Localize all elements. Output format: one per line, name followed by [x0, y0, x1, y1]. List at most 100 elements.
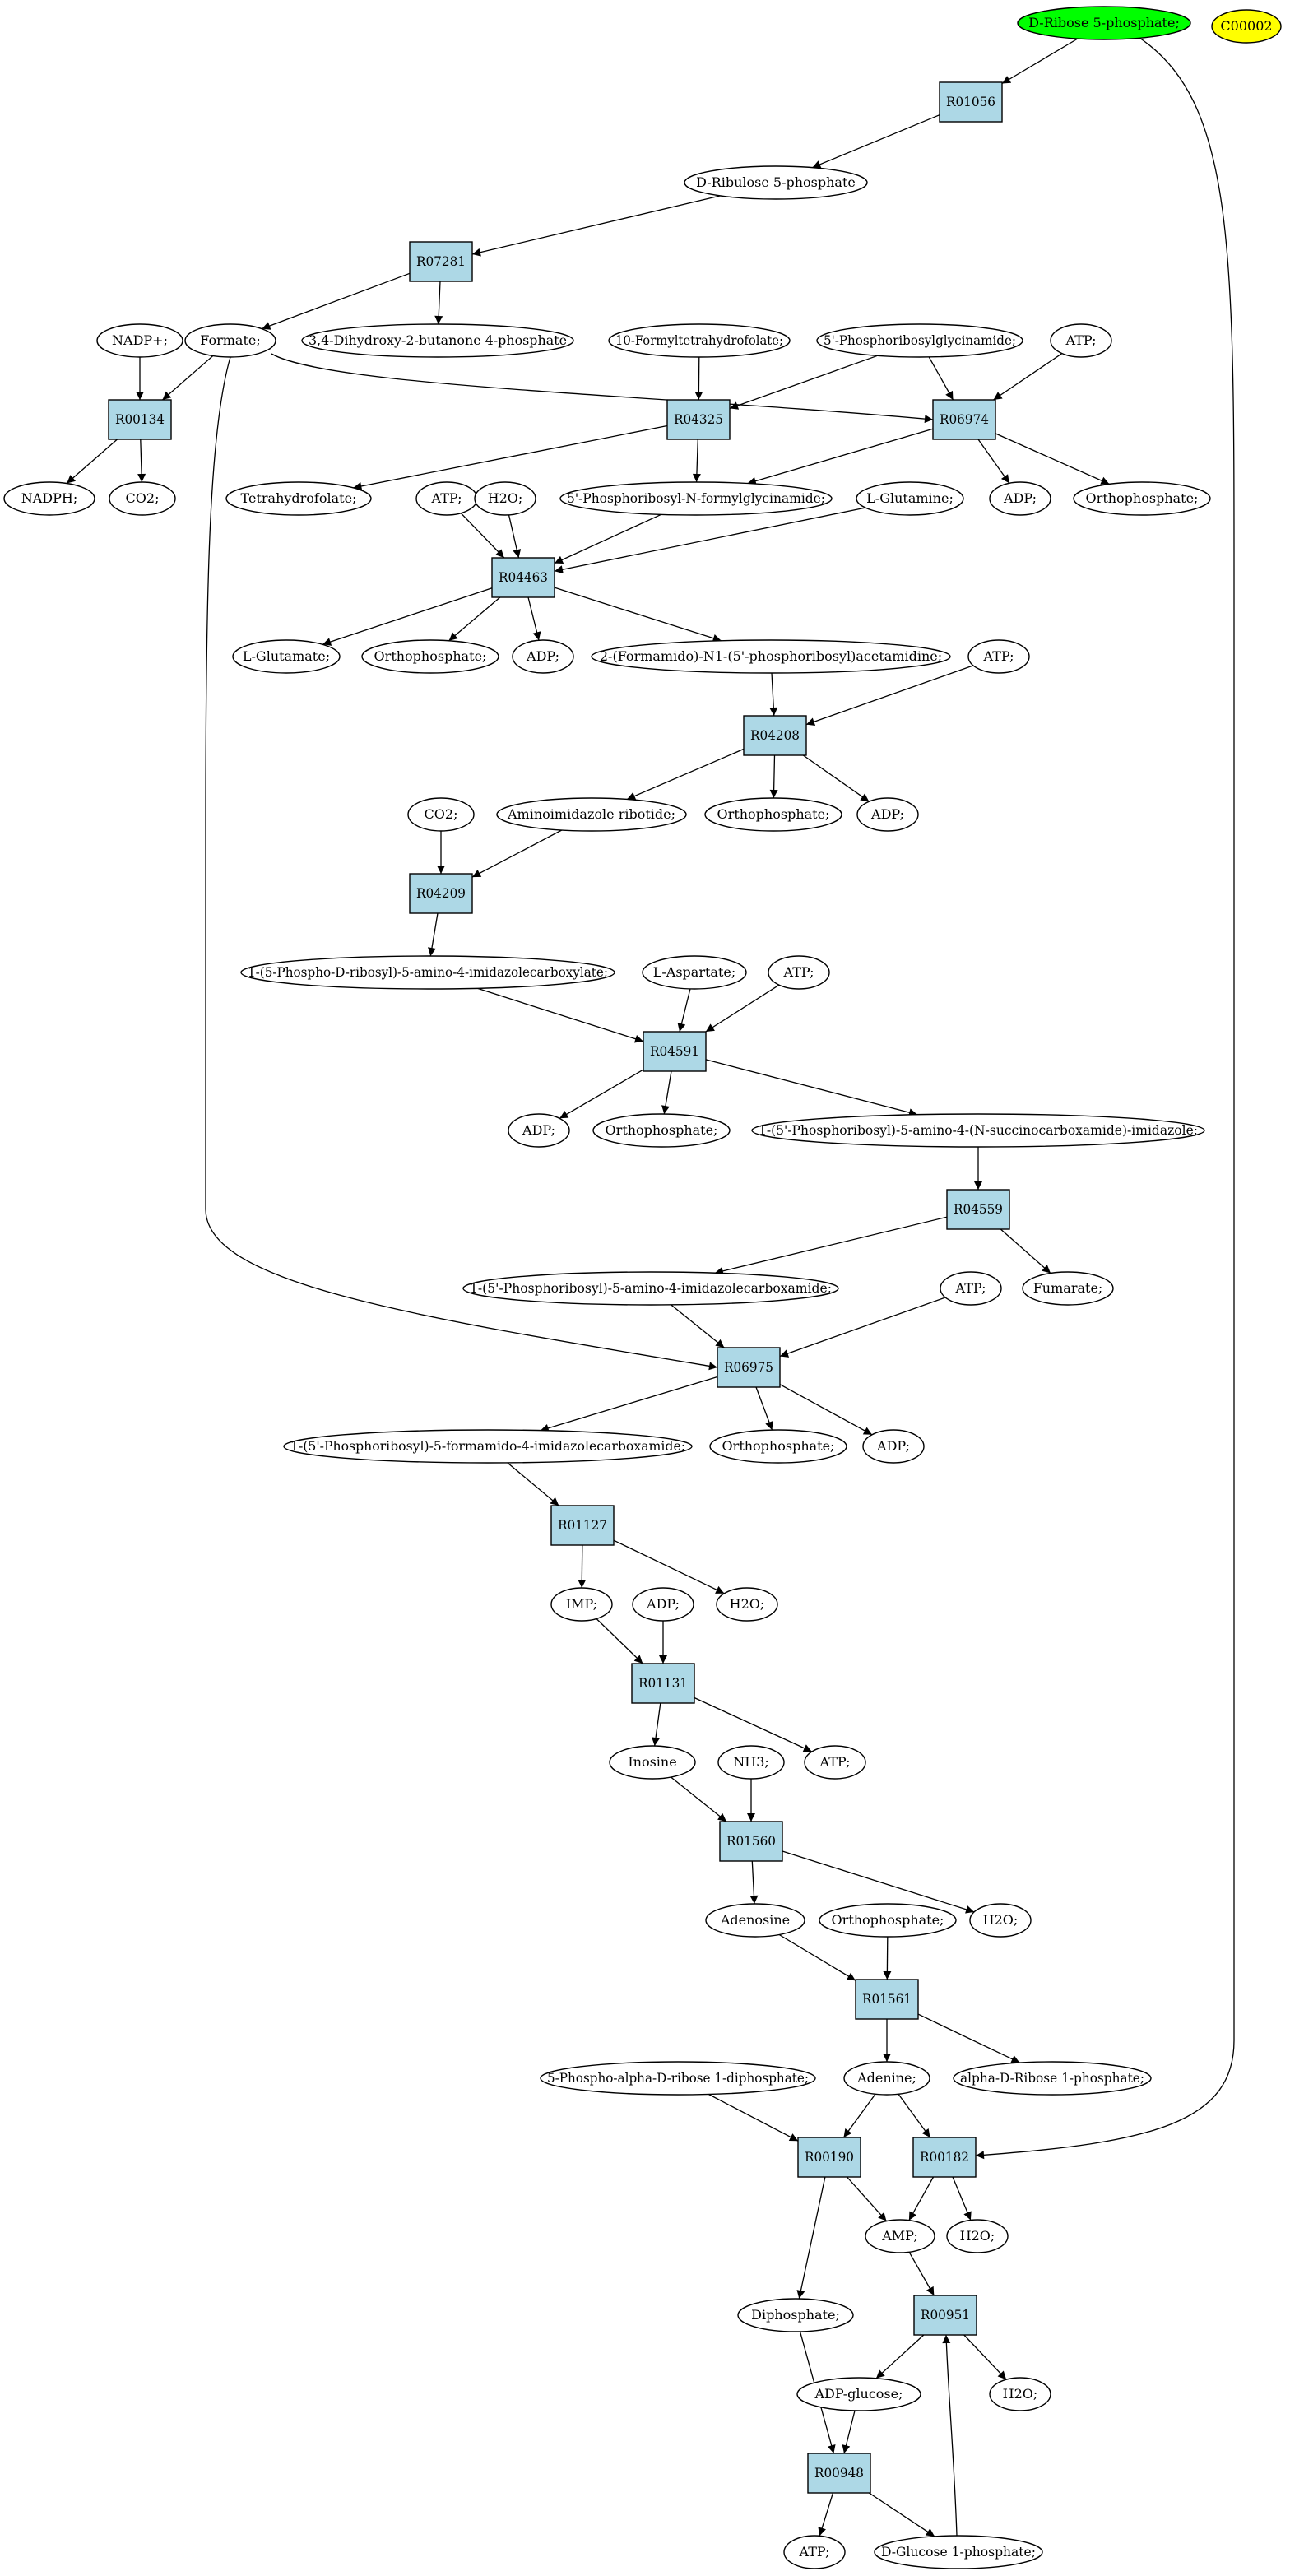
- compound-node-glutamate[interactable]: L-Glutamate;: [232, 639, 341, 674]
- compound-node-atp4[interactable]: ATP;: [768, 955, 830, 990]
- compound-ellipse: [856, 797, 919, 832]
- compound-ellipse: [474, 481, 536, 516]
- node-label: ADP-glucose;: [814, 2386, 903, 2402]
- edge-R04325-to-fgar: [692, 439, 701, 483]
- compound-node-inosine[interactable]: Inosine: [609, 1745, 696, 1780]
- compound-node-nadph[interactable]: NADPH;: [3, 481, 95, 516]
- compound-node-h2o5[interactable]: H2O;: [989, 2377, 1051, 2411]
- compound-node-formate[interactable]: Formate;: [184, 323, 276, 358]
- compound-node-atp1[interactable]: ATP;: [1050, 323, 1112, 358]
- compound-node-dihydroxy[interactable]: 3,4-Dihydroxy-2-butanone 4-phosphate: [301, 323, 574, 358]
- compound-node-orthop6[interactable]: Orthophosphate;: [819, 1903, 957, 1938]
- reaction-node-R01560[interactable]: R01560: [719, 1821, 783, 1862]
- compound-node-atp3[interactable]: ATP;: [968, 639, 1030, 674]
- compound-ellipse: [407, 797, 475, 832]
- reaction-node-R04209[interactable]: R04209: [409, 873, 473, 914]
- reaction-node-R04208[interactable]: R04208: [743, 715, 807, 756]
- reaction-box: [913, 2295, 977, 2336]
- compound-node-nh3[interactable]: NH3;: [717, 1745, 785, 1780]
- compound-node-adp5[interactable]: ADP;: [862, 1429, 925, 1464]
- compound-node-nadpplus[interactable]: NADP+;: [96, 323, 183, 358]
- compound-node-co2b[interactable]: CO2;: [407, 797, 475, 832]
- reaction-node-R07281[interactable]: R07281: [409, 241, 473, 282]
- compound-node-ribose1p[interactable]: alpha-D-Ribose 1-phosphate;: [953, 2061, 1152, 2096]
- compound-node-adp2[interactable]: ADP;: [512, 639, 574, 674]
- compound-node-h2o1[interactable]: H2O;: [474, 481, 536, 516]
- compound-node-orthop4[interactable]: Orthophosphate;: [592, 1113, 731, 1148]
- compound-node-fgar[interactable]: 5'-Phosphoribosyl-N-formylglycinamide;: [559, 481, 833, 516]
- compound-node-aspartate[interactable]: L-Aspartate;: [642, 955, 747, 990]
- edge-atp2-to-R04463: [460, 513, 505, 559]
- compound-node-adpglucose[interactable]: ADP-glucose;: [796, 2377, 921, 2411]
- reaction-node-R00951[interactable]: R00951: [913, 2295, 977, 2336]
- compound-node-orthop2[interactable]: Orthophosphate;: [361, 639, 499, 674]
- compound-node-fumarate[interactable]: Fumarate;: [1022, 1271, 1114, 1306]
- compound-node-adenosine[interactable]: Adenosine: [705, 1903, 805, 1938]
- compound-node-h2o3[interactable]: H2O;: [969, 1903, 1032, 1938]
- compound-node-atp6[interactable]: ATP;: [804, 1745, 866, 1780]
- reaction-node-R00134[interactable]: R00134: [108, 399, 172, 440]
- compound-node-air[interactable]: Aminoimidazole ribotide;: [496, 797, 687, 832]
- compound-ellipse: [953, 2061, 1152, 2096]
- compound-node-h2o2[interactable]: H2O;: [716, 1587, 778, 1622]
- compound-node-adp1[interactable]: ADP;: [989, 481, 1051, 516]
- reaction-node-R04591[interactable]: R04591: [643, 1031, 707, 1072]
- compound-ellipse: [940, 1271, 1002, 1306]
- reaction-node-R04559[interactable]: R04559: [946, 1189, 1010, 1230]
- node-label: Orthophosphate;: [374, 648, 487, 664]
- compound-node-atp2[interactable]: ATP;: [415, 481, 478, 516]
- edge-R00951-to-h2o5: [963, 2334, 1007, 2380]
- compound-node-diphosphate[interactable]: Diphosphate;: [737, 2298, 854, 2332]
- compound-node-atp7[interactable]: ATP;: [783, 2535, 846, 2569]
- compound-node-gar[interactable]: 5'-Phosphoribosylglycinamide;: [816, 323, 1023, 358]
- reaction-node-R06974[interactable]: R06974: [932, 399, 996, 440]
- compound-node-co2a[interactable]: CO2;: [109, 481, 176, 516]
- reaction-node-R01127[interactable]: R01127: [550, 1505, 615, 1546]
- compound-node-adp4[interactable]: ADP;: [508, 1113, 570, 1148]
- compound-node-atp5[interactable]: ATP;: [940, 1271, 1002, 1306]
- compound-ellipse: [512, 639, 574, 674]
- edge-inosine-to-R01560: [671, 1776, 727, 1822]
- compound-ellipse: [704, 797, 842, 832]
- reaction-node-R00948[interactable]: R00948: [807, 2453, 871, 2494]
- compound-node-prpp[interactable]: 5-Phospho-alpha-D-ribose 1-diphosphate;: [540, 2061, 816, 2096]
- edge-R04559-to-fumarate: [1000, 1228, 1051, 1274]
- node-label: L-Glutamate;: [243, 648, 330, 664]
- compound-node-aicar[interactable]: 1-(5'-Phosphoribosyl)-5-amino-4-imidazol…: [462, 1271, 839, 1306]
- compound-node-ribulose5p[interactable]: D-Ribulose 5-phosphate: [684, 165, 868, 200]
- compound-node-orthop1[interactable]: Orthophosphate;: [1073, 481, 1211, 516]
- edge-R01131-to-inosine: [652, 1702, 661, 1747]
- compound-node-glucose1p[interactable]: D-Glucose 1-phosphate;: [874, 2535, 1043, 2569]
- reaction-node-R00182[interactable]: R00182: [912, 2137, 977, 2178]
- reaction-node-R06975[interactable]: R06975: [717, 1347, 781, 1388]
- edge-atp1-to-R06974: [993, 353, 1063, 401]
- reaction-node-R01056[interactable]: R01056: [939, 81, 1003, 123]
- compound-node-saicar[interactable]: 1-(5'-Phosphoribosyl)-5-amino-4-(N-succi…: [751, 1113, 1205, 1148]
- compound-node-adenine[interactable]: Adenine;: [843, 2061, 930, 2096]
- compound-node-glutamine[interactable]: L-Glutamine;: [856, 481, 964, 516]
- edge-R00190-to-diphosphate: [796, 2176, 826, 2300]
- reaction-node-R01561[interactable]: R01561: [855, 1979, 919, 2020]
- compound-node-formylthf[interactable]: 10-Formyltetrahydrofolate;: [608, 323, 791, 358]
- reaction-node-R00190[interactable]: R00190: [797, 2137, 861, 2178]
- edge-R06974-to-fgar: [747, 428, 934, 485]
- reaction-node-R04463[interactable]: R04463: [491, 557, 555, 598]
- compound-node-orthop3[interactable]: Orthophosphate;: [704, 797, 842, 832]
- compound-node-adp6[interactable]: ADP;: [632, 1587, 694, 1622]
- compound-node-adp3[interactable]: ADP;: [856, 797, 919, 832]
- compound-node-orthop5[interactable]: Orthophosphate;: [709, 1429, 847, 1464]
- reaction-node-R01131[interactable]: R01131: [631, 1663, 695, 1704]
- compound-node-h2o4[interactable]: H2O;: [946, 2219, 1009, 2253]
- reaction-node-R04325[interactable]: R04325: [666, 399, 731, 440]
- compound-node-thf[interactable]: Tetrahydrofolate;: [225, 481, 372, 516]
- compound-node-faicar[interactable]: 1-(5'-Phosphoribosyl)-5-formamido-4-imid…: [283, 1429, 693, 1464]
- compound-node-cair[interactable]: 1-(5-Phospho-D-ribosyl)-5-amino-4-imidaz…: [240, 955, 615, 990]
- compound-node-ribose5p[interactable]: D-Ribose 5-phosphate;: [1017, 6, 1191, 40]
- node-label: H2O;: [983, 1912, 1019, 1928]
- compound-node-amp[interactable]: AMP;: [865, 2219, 935, 2253]
- node-label: Aminoimidazole ribotide;: [507, 806, 675, 822]
- compound-node-fgam[interactable]: 2-(Formamido)-N1-(5'-phosphoribosyl)acet…: [591, 639, 951, 674]
- compound-node-c00002[interactable]: C00002: [1211, 9, 1282, 44]
- compound-node-imp[interactable]: IMP;: [550, 1587, 613, 1622]
- nodes-layer: D-Ribose 5-phosphate; C00002R01056D-Ribul…: [3, 6, 1282, 2569]
